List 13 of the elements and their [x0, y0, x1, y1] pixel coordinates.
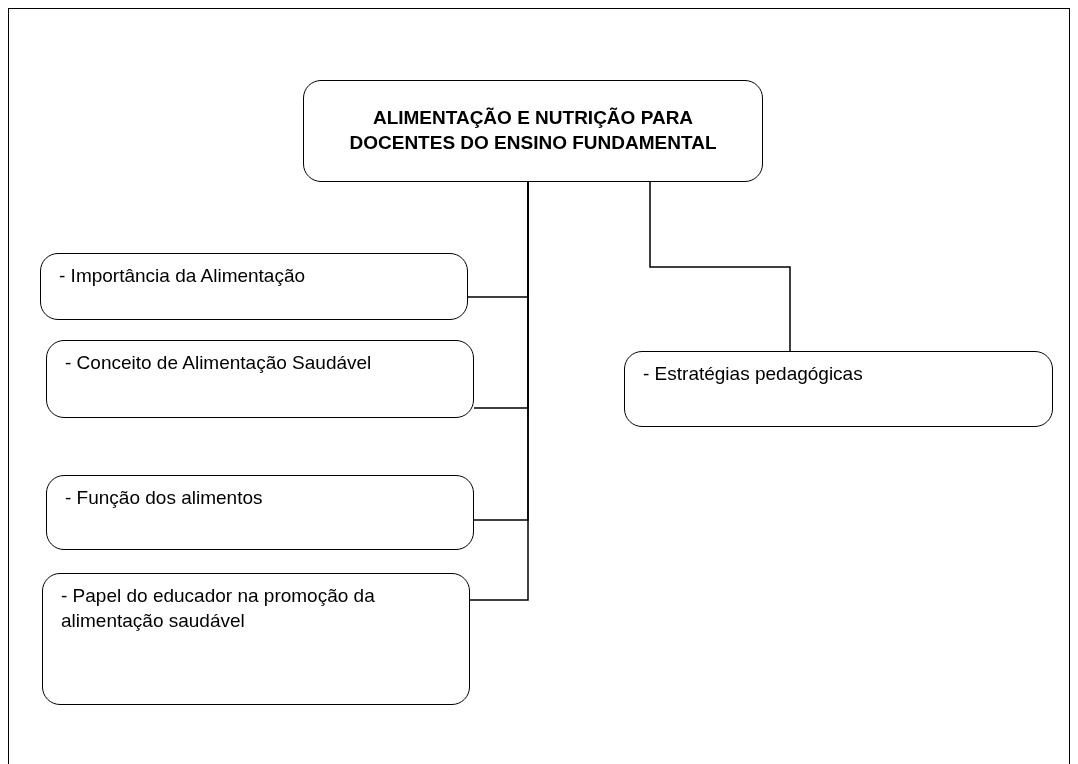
connector-line — [649, 181, 791, 352]
topic-box — [46, 475, 474, 550]
topic-text: - Importância da Alimentação — [59, 264, 306, 288]
topic-box — [42, 573, 470, 705]
title-text: ALIMENTAÇÃO E NUTRIÇÃO PARA DOCENTES DO ENSINO FUNDAMENTAL — [348, 106, 718, 155]
topic-text: - Função dos alimentos — [65, 486, 263, 510]
topic-text: - Papel do educador na promoção da alimentação saudável — [61, 584, 376, 633]
topic-text: - Conceito de Alimentação Saudável — [65, 351, 372, 375]
topic-text: - Estratégias pedagógicas — [643, 362, 863, 386]
topic-box — [624, 351, 1053, 427]
title-box — [303, 80, 763, 182]
topic-box — [46, 340, 474, 418]
topic-box — [40, 253, 468, 320]
